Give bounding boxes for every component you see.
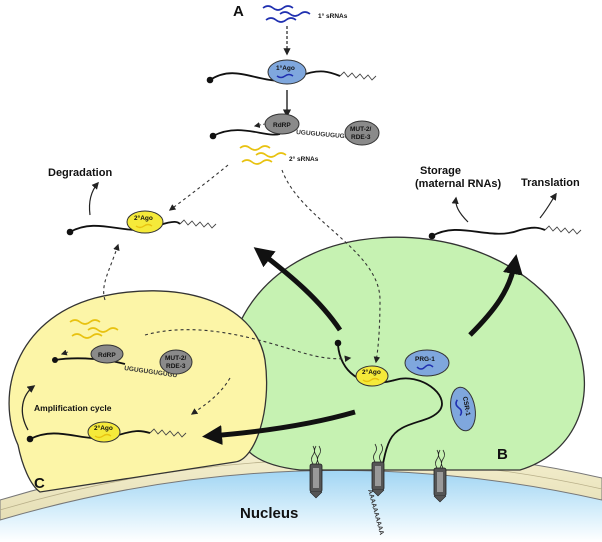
panel-a-label: A <box>233 3 244 20</box>
secondary-ago-degradation: 2°Ago <box>126 210 164 234</box>
svg-text:MUT-2/: MUT-2/ <box>350 126 372 133</box>
arrow-srnas-to-degradation <box>168 164 229 211</box>
amplification-cycle-label: Amplification cycle <box>34 403 112 413</box>
nuclear-pores <box>309 443 447 503</box>
storage-translation-mrna <box>428 225 582 240</box>
nuclear-pore-2 <box>371 443 385 497</box>
primary-target-mrna: 1°Ago <box>206 59 377 85</box>
nucleus-body <box>0 469 602 542</box>
green-granule-body <box>226 236 585 471</box>
degradation-label: Degradation <box>48 167 112 179</box>
rdrp-complex-a: RdRP UGUGUGUGUGU MUT-2/ RDE-3 <box>209 113 380 146</box>
svg-text:2°Ago: 2°Ago <box>94 424 113 432</box>
yellow-granule-body <box>8 290 268 493</box>
prg1-protein: PRG-1 <box>404 349 450 377</box>
rdrp-complex-c: RdRP UGUGUGUGUGU MUT-2/ RDE-3 <box>52 344 193 379</box>
primary-srnas <box>262 5 311 23</box>
germ-granule-b: B PRG-1 CSR-1 2°Ago AAAAAAAAAA <box>226 236 585 536</box>
secondary-srnas-label: 2° sRNAs <box>289 155 319 163</box>
csr1-label: CSR-1 <box>461 396 471 417</box>
arrow-to-storage <box>451 196 469 223</box>
svg-text:MUT-2/: MUT-2/ <box>165 355 187 362</box>
nuclear-pore-3 <box>433 449 447 503</box>
svg-text:UGUGUGUGUGU: UGUGUGUGUGU <box>296 129 350 141</box>
svg-text:2°Ago: 2°Ago <box>362 368 381 376</box>
arrow-c-internal <box>190 377 231 415</box>
thick-arrow-to-degradation <box>253 247 343 332</box>
nucleus-label: Nucleus <box>240 505 298 522</box>
secondary-srnas-a <box>239 145 287 165</box>
primary-ago: 1°Ago <box>267 59 307 85</box>
primary-srnas-label: 1° sRNAs <box>318 12 348 20</box>
thick-arrow-to-amplification <box>202 409 356 446</box>
degradation-mrna: 2°Ago <box>66 210 217 236</box>
svg-text:1°Ago: 1°Ago <box>276 64 295 72</box>
arrow-to-translation <box>539 192 557 219</box>
translation-label: Translation <box>521 177 580 189</box>
granule-mrna-cap <box>334 339 342 347</box>
nuclear-pore-1 <box>309 445 323 499</box>
svg-text:RdRP: RdRP <box>273 122 291 129</box>
svg-text:RDE-3: RDE-3 <box>166 363 186 370</box>
cycle-arrow <box>21 385 36 431</box>
arrow-c-to-degradation <box>103 243 120 301</box>
arrow-srnas-to-granule <box>281 169 381 364</box>
arrow-to-degradation <box>88 181 99 216</box>
panel-b-label: B <box>497 446 508 463</box>
svg-text:2°Ago: 2°Ago <box>134 214 153 222</box>
csr1-protein: CSR-1 <box>450 386 476 432</box>
panel-c-label: C <box>34 475 45 492</box>
storage-label-line2: (maternal RNAs) <box>415 178 502 190</box>
amplification-mrna: 2°Ago <box>26 421 187 443</box>
prg1-label: PRG-1 <box>415 356 435 363</box>
storage-label-line1: Storage <box>420 165 461 177</box>
amplification-granule-c: C RdRP UGUGUGUGUGU MUT-2/ RDE-3 Amplific… <box>8 290 268 493</box>
secondary-srnas-c <box>69 319 119 339</box>
secondary-ago-granule: 2°Ago <box>355 365 389 387</box>
thick-arrow-to-storage <box>468 254 523 337</box>
svg-text:RDE-3: RDE-3 <box>351 134 371 141</box>
svg-text:RdRP: RdRP <box>98 352 116 359</box>
